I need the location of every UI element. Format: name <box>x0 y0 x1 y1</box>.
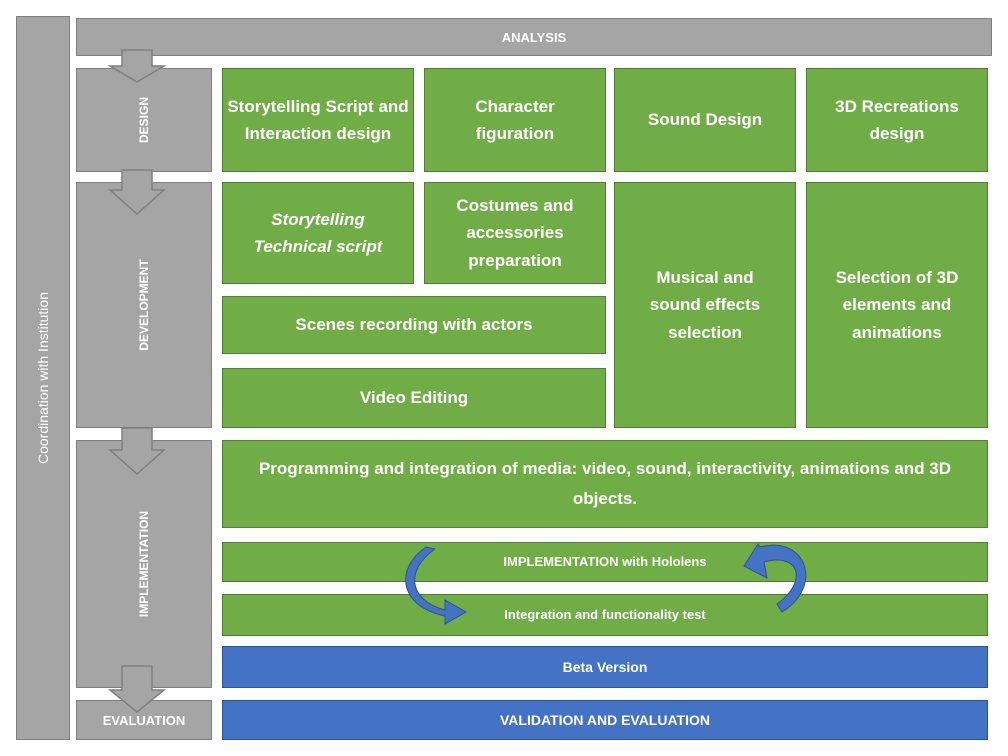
cycle-arrow-right-icon <box>743 543 807 613</box>
beta-version-label: Beta Version <box>562 659 648 675</box>
musical-task: Musical and sound effects selection <box>614 182 796 428</box>
hololens-task: IMPLEMENTATION with Hololens <box>222 542 988 582</box>
validation-label: VALIDATION AND EVALUATION <box>500 712 710 728</box>
sound-design-label: Sound Design <box>647 110 763 130</box>
analysis-label: ANALYSIS <box>501 29 567 45</box>
implementation-evaluation-arrow-icon <box>107 665 167 713</box>
character-label: Character figuration <box>475 96 555 143</box>
integration-label: Integration and functionality test <box>504 606 706 622</box>
cycle-arrow-left-icon <box>405 546 468 625</box>
video-editing-label: Video Editing <box>359 388 469 408</box>
beta-version-box: Beta Version <box>222 646 988 688</box>
evaluation-label: EVALUATION <box>102 712 186 728</box>
analysis-design-arrow-icon <box>107 49 167 83</box>
costumes-task: Costumes and accessories preparation <box>424 182 606 284</box>
3d-recreations-label: 3D Recreations design <box>835 96 959 143</box>
scenes-recording-task: Scenes recording with actors <box>222 296 606 354</box>
character-task: Character figuration <box>424 68 606 172</box>
coordination-bar: Coordination with Institution <box>16 16 70 740</box>
technical-script-task: Storytelling Technical script <box>222 182 414 284</box>
selection-3d-task: Selection of 3D elements and animations <box>806 182 988 428</box>
validation-box: VALIDATION AND EVALUATION <box>222 700 988 740</box>
storytelling-script-label: Storytelling Script and Interaction desi… <box>227 96 409 143</box>
technical-script-label: Storytelling Technical script <box>253 209 383 256</box>
analysis-phase: ANALYSIS <box>76 18 992 56</box>
video-editing-task: Video Editing <box>222 368 606 428</box>
programming-label: Programming and integration of media: vi… <box>258 459 952 508</box>
sound-design-task: Sound Design <box>614 68 796 172</box>
development-implementation-arrow-icon <box>108 427 166 476</box>
musical-label: Musical and sound effects selection <box>649 268 761 342</box>
selection-3d-label: Selection of 3D elements and animations <box>835 268 959 342</box>
design-development-arrow-icon <box>108 169 166 216</box>
development-phase: DEVELOPMENT <box>76 182 212 428</box>
hololens-label: IMPLEMENTATION with Hololens <box>503 553 707 569</box>
programming-task: Programming and integration of media: vi… <box>222 440 988 528</box>
scenes-recording-label: Scenes recording with actors <box>295 315 533 335</box>
3d-recreations-task: 3D Recreations design <box>806 68 988 172</box>
costumes-label: Costumes and accessories preparation <box>456 196 574 270</box>
storytelling-script-task: Storytelling Script and Interaction desi… <box>222 68 414 172</box>
integration-task: Integration and functionality test <box>222 594 988 636</box>
